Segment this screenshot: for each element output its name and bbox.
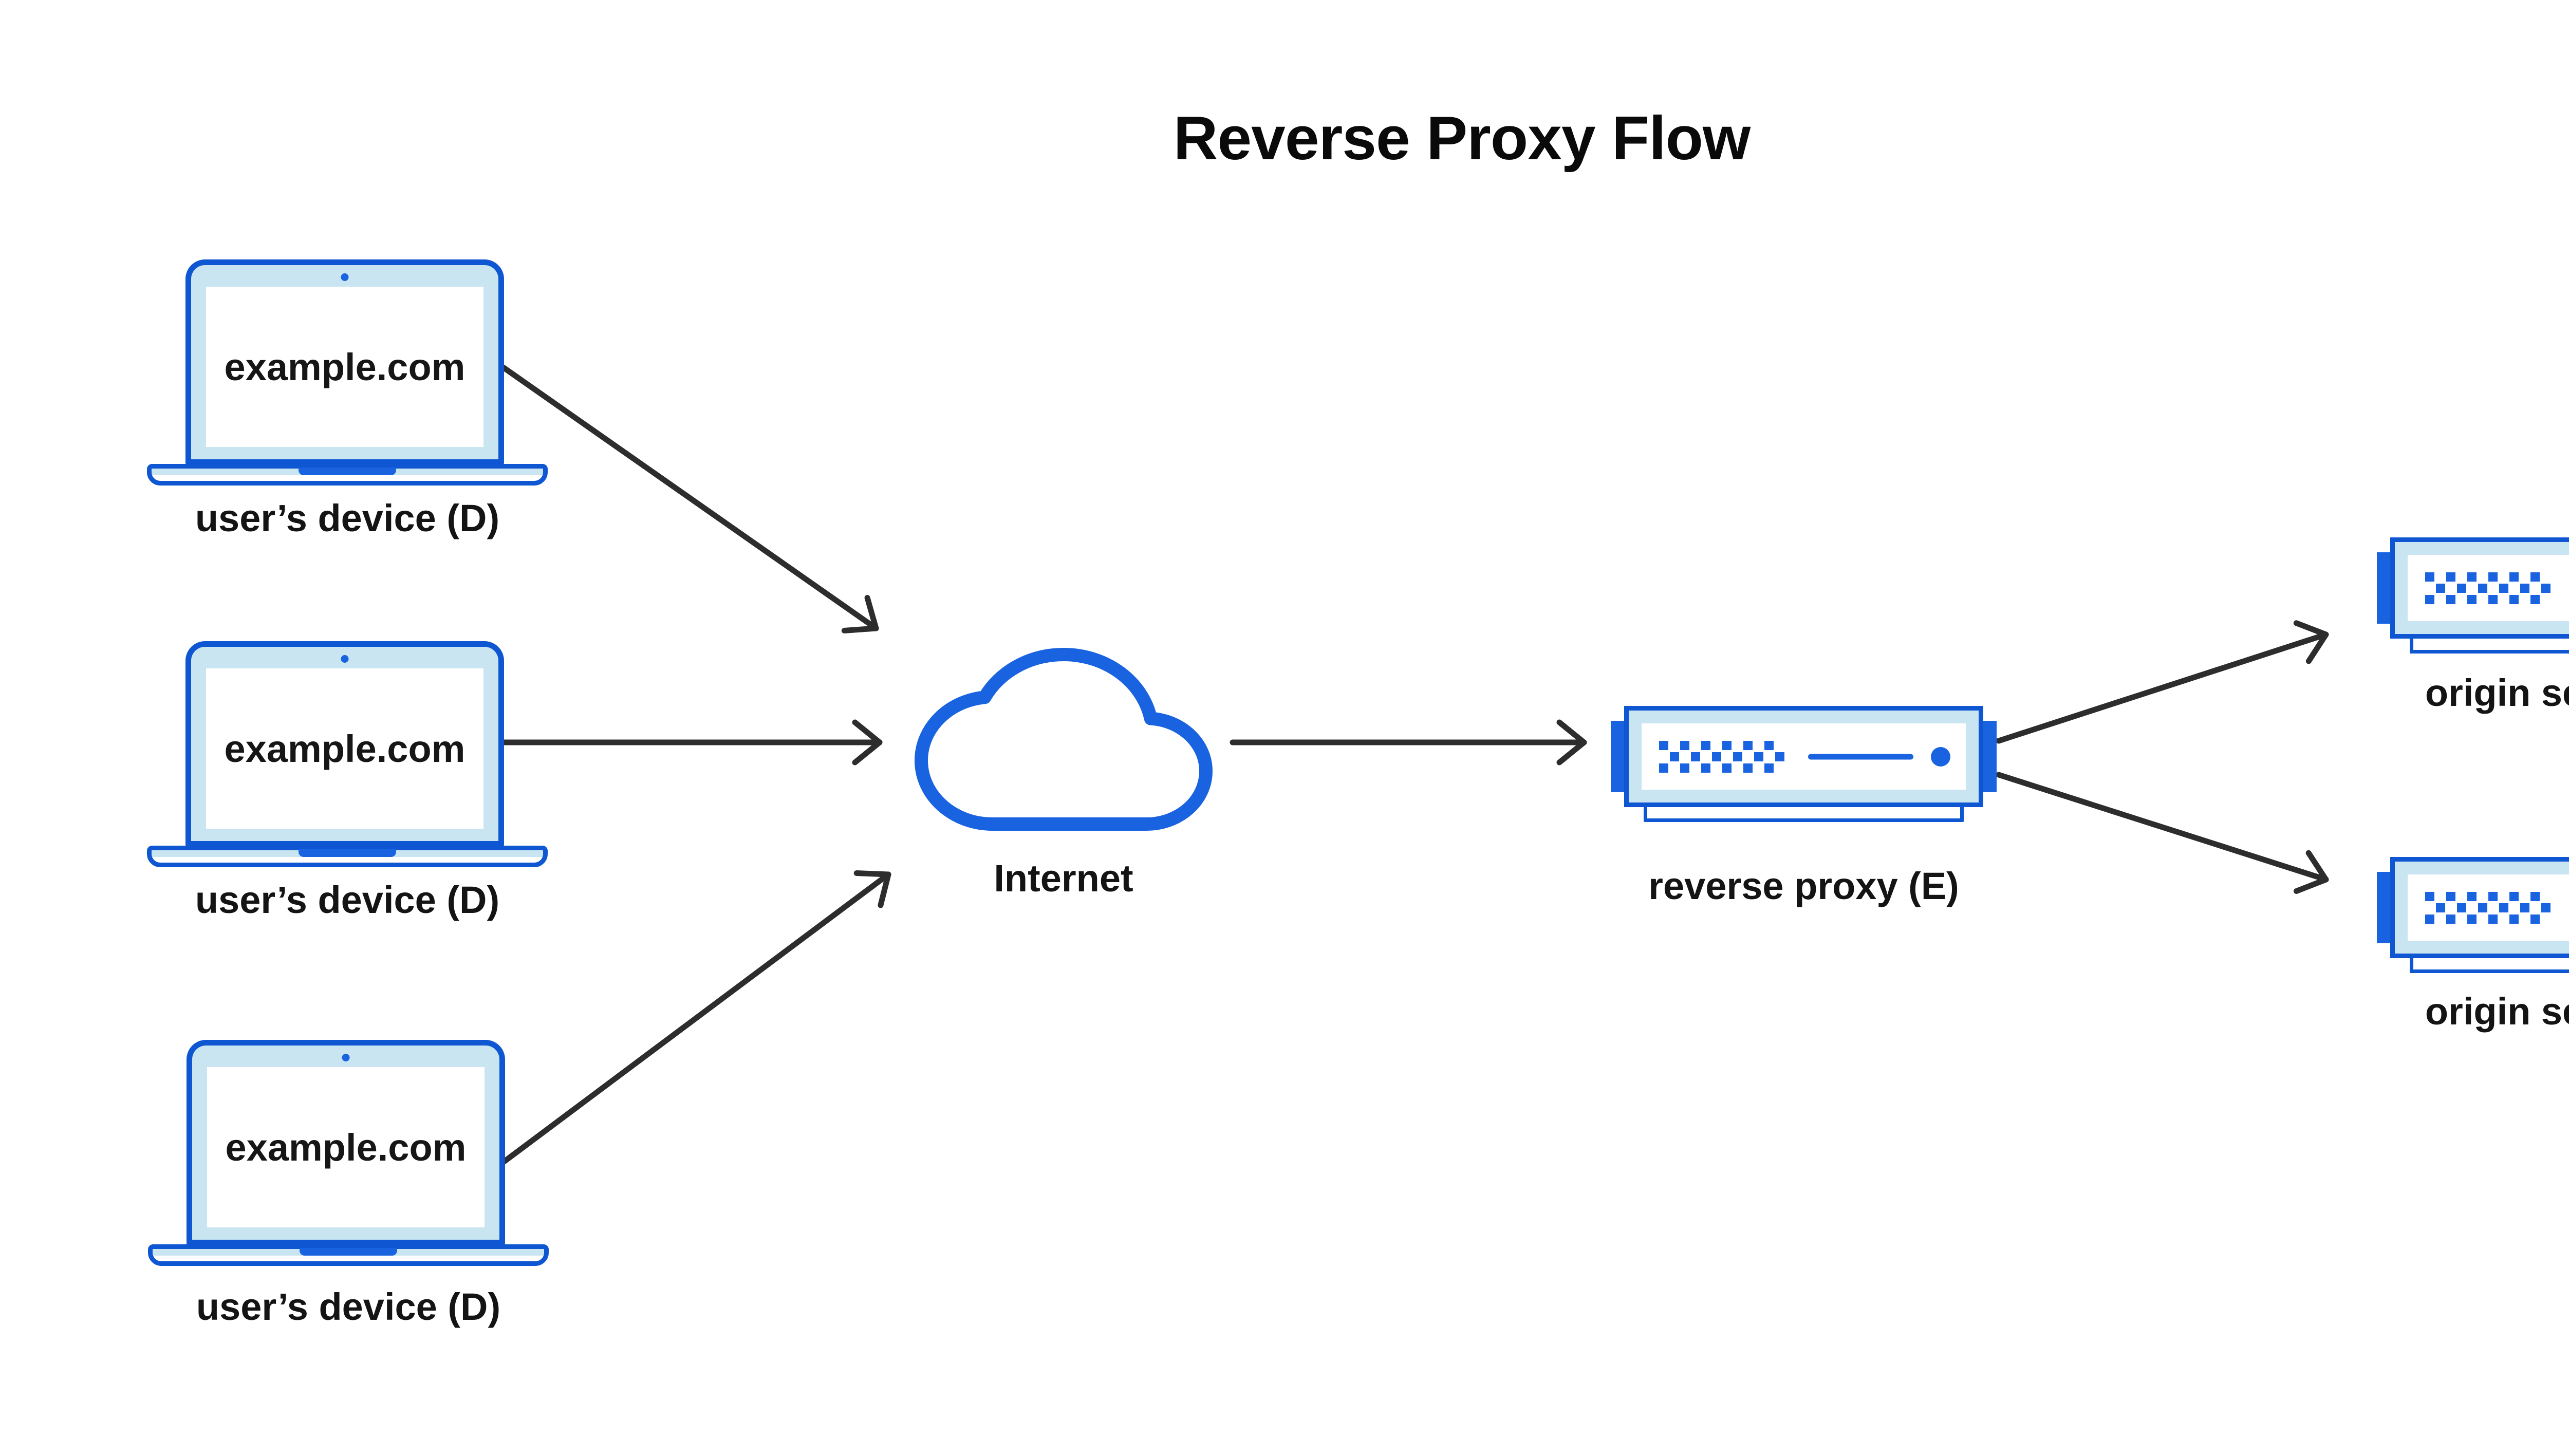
camera-icon — [342, 1054, 350, 1061]
arrow-device3-internet — [499, 870, 891, 1166]
server-front-panel — [2408, 555, 2569, 621]
arrow-proxy-origin1 — [1996, 620, 2329, 744]
server-icon — [1624, 706, 1983, 807]
laptop-icon: example.com — [185, 641, 504, 847]
laptop-base — [148, 1244, 549, 1266]
camera-icon — [341, 655, 349, 663]
trackpad-notch — [299, 468, 396, 475]
device3-caption: user’s device (D) — [196, 1285, 501, 1328]
server-icon — [2390, 857, 2569, 958]
diagram-title: Reverse Proxy Flow — [1173, 104, 1751, 173]
arrow-proxy-origin2 — [1996, 772, 2329, 894]
trackpad-notch — [299, 849, 396, 857]
server-vents-icon — [2425, 891, 2434, 901]
screen-url-text: example.com — [225, 1126, 467, 1169]
server-left-tab-icon — [2377, 552, 2392, 624]
laptop-screen: example.com — [207, 1067, 485, 1227]
server-led-icon — [1931, 746, 1950, 767]
laptop-icon: example.com — [187, 1040, 505, 1245]
laptop-screen: example.com — [206, 668, 483, 829]
server-left-tab-icon — [2377, 872, 2392, 943]
laptop-node-3: example.com — [148, 1040, 549, 1266]
internet-node — [921, 655, 1206, 824]
laptop-node-2: example.com — [147, 641, 548, 867]
reverse-proxy-caption: reverse proxy (E) — [1648, 865, 1959, 907]
server-vents-icon — [2425, 572, 2434, 582]
laptop-icon: example.com — [185, 259, 504, 465]
origin-server2-caption: origin server (F) — [2425, 990, 2569, 1033]
server-icon — [2390, 537, 2569, 639]
laptop-screen: example.com — [206, 287, 483, 447]
server-front-panel — [1642, 723, 1966, 790]
laptop-base — [147, 464, 548, 486]
device1-caption: user’s device (D) — [195, 497, 500, 539]
server-vents-icon — [1659, 740, 1668, 750]
server-front-panel — [2408, 874, 2569, 941]
server-left-tab-icon — [1611, 721, 1626, 792]
trackpad-notch — [300, 1248, 397, 1256]
origin-server-node-2 — [2377, 857, 2569, 973]
origin-server1-caption: origin server (F) — [2425, 671, 2569, 714]
origin-server-node-1 — [2377, 537, 2569, 654]
camera-icon — [341, 273, 349, 281]
cloud-icon — [921, 655, 1206, 824]
laptop-base — [147, 846, 548, 867]
arrow-device1-internet — [498, 363, 879, 633]
screen-url-text: example.com — [224, 727, 466, 770]
screen-url-text: example.com — [224, 345, 466, 388]
reverse-proxy-node — [1611, 706, 1997, 822]
server-slot-icon — [1808, 754, 1913, 759]
internet-label: Internet — [994, 857, 1133, 900]
laptop-node-1: example.com — [147, 259, 548, 486]
device2-caption: user’s device (D) — [195, 879, 500, 921]
server-right-tab-icon — [1981, 721, 1997, 792]
